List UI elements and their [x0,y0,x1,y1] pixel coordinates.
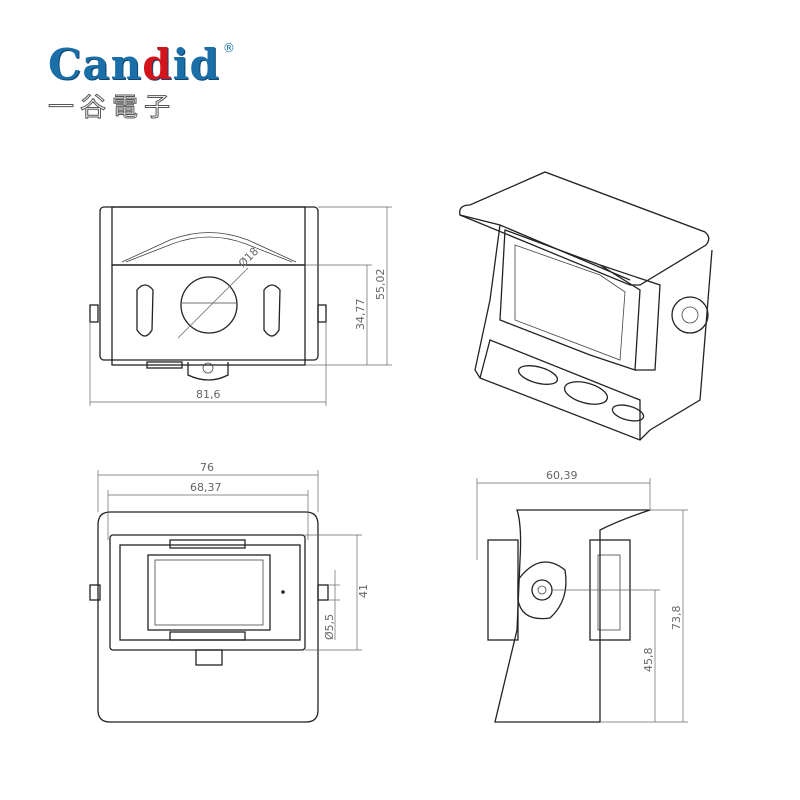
logo-brand-prefix: Can [48,40,143,89]
registered-mark: ® [222,41,235,55]
dim-body-height: 34,77 [354,299,367,331]
candid-logo: Candid ® 一谷電子 [48,40,235,124]
logo-brand: Candid [48,40,220,89]
dim-side-width: 60,39 [546,469,578,482]
dim-knob-diameter: Ø5,5 [323,614,336,640]
dim-rear-body-height: 41 [357,584,370,598]
rear-view: 76 68,37 41 Ø5,5 [89,461,370,723]
dim-side-total-height: 73,8 [670,606,683,631]
isometric-view [459,171,713,441]
logo-brand-row: Candid ® [48,40,235,89]
logo-brand-suffix: id [172,40,220,89]
side-view: 60,39 73,8 45,8 [476,469,688,723]
logo-brand-accent: d [142,40,173,89]
dim-inner-width: 68,37 [190,481,222,494]
dim-outer-width: 76 [200,461,214,474]
dim-pivot-height: 45,8 [642,648,655,673]
front-view: Ø18 34,77 55,02 81,6 [89,206,392,406]
logo-subtitle: 一谷電子 [48,93,177,124]
dim-total-width: 81,6 [196,388,221,401]
dim-total-height: 55,02 [374,269,387,301]
